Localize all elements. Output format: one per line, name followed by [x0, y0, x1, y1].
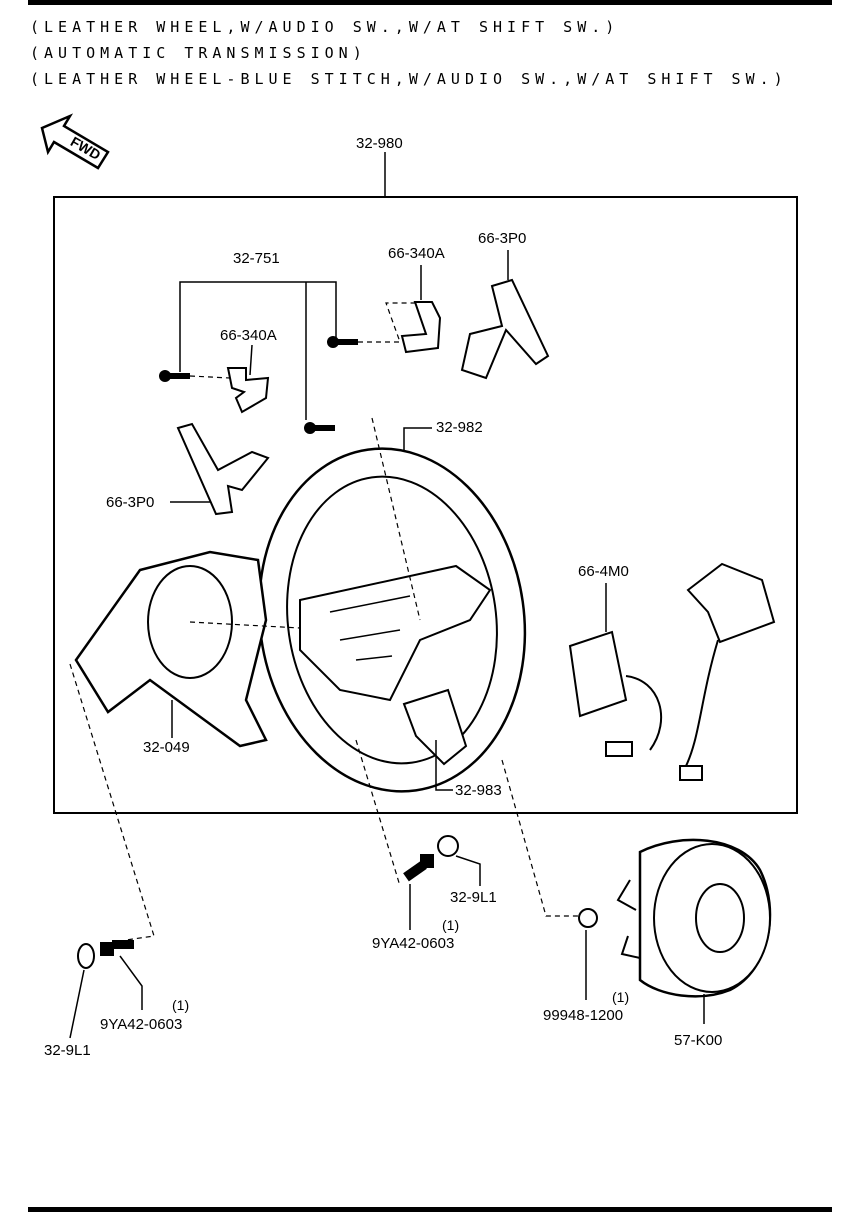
bolt-icon	[403, 854, 434, 882]
label-switch: 66-4M0	[578, 563, 629, 580]
label-assembly: 32-980	[356, 135, 403, 152]
label-nut-center: 32-9L1	[450, 889, 497, 906]
clock-spring-icon	[616, 838, 772, 998]
label-bolt-left: 9YA42-0603	[100, 1016, 182, 1033]
label-bolt-center: 9YA42-0603	[372, 935, 454, 952]
label-lower-cover: 32-983	[455, 782, 502, 799]
label-screw: 32-751	[233, 250, 280, 267]
paddle-right-icon	[460, 278, 550, 380]
label-cover: 32-049	[143, 739, 190, 756]
diagram-header: (LEATHER WHEEL,W/AUDIO SW.,W/AT SHIFT SW…	[30, 14, 788, 92]
steering-cover-icon	[74, 550, 268, 748]
lower-cover-icon	[402, 688, 468, 766]
label-nut-right: 99948-1200	[543, 1007, 623, 1024]
header-line-3: (LEATHER WHEEL-BLUE STITCH,W/AUDIO SW.,W…	[30, 70, 788, 88]
label-nut-left: 32-9L1	[44, 1042, 91, 1059]
bolt-left-icon	[100, 940, 134, 956]
label-paddle-left: 66-3P0	[106, 494, 154, 511]
label-bracket-left: 66-340A	[220, 327, 277, 344]
label-nut-right-qty: (1)	[612, 989, 629, 1005]
screw-icon	[159, 336, 358, 434]
label-bolt-left-qty: (1)	[172, 997, 189, 1013]
audio-switch-icon	[568, 562, 776, 781]
bracket-left-icon	[226, 367, 270, 414]
paddle-left-icon	[176, 422, 270, 516]
label-bolt-center-qty: (1)	[442, 917, 459, 933]
assembly-box	[53, 196, 798, 814]
header-line-1: (LEATHER WHEEL,W/AUDIO SW.,W/AT SHIFT SW…	[30, 18, 620, 36]
header-line-2: (AUTOMATIC TRANSMISSION)	[30, 44, 367, 62]
label-wheel: 32-982	[436, 419, 483, 436]
label-paddle-right: 66-3P0	[478, 230, 526, 247]
label-clock-spring: 57-K00	[674, 1032, 722, 1049]
nut-left-icon	[77, 943, 95, 969]
bottom-rule	[28, 1207, 832, 1212]
steering-wheel-icon	[257, 447, 527, 793]
nut-right-icon	[578, 908, 598, 928]
bracket-right-icon	[400, 301, 442, 354]
fwd-arrow-icon: FWD	[40, 113, 110, 170]
top-rule	[28, 0, 832, 5]
label-bracket-right: 66-340A	[388, 245, 445, 262]
nut-icon	[437, 835, 459, 857]
